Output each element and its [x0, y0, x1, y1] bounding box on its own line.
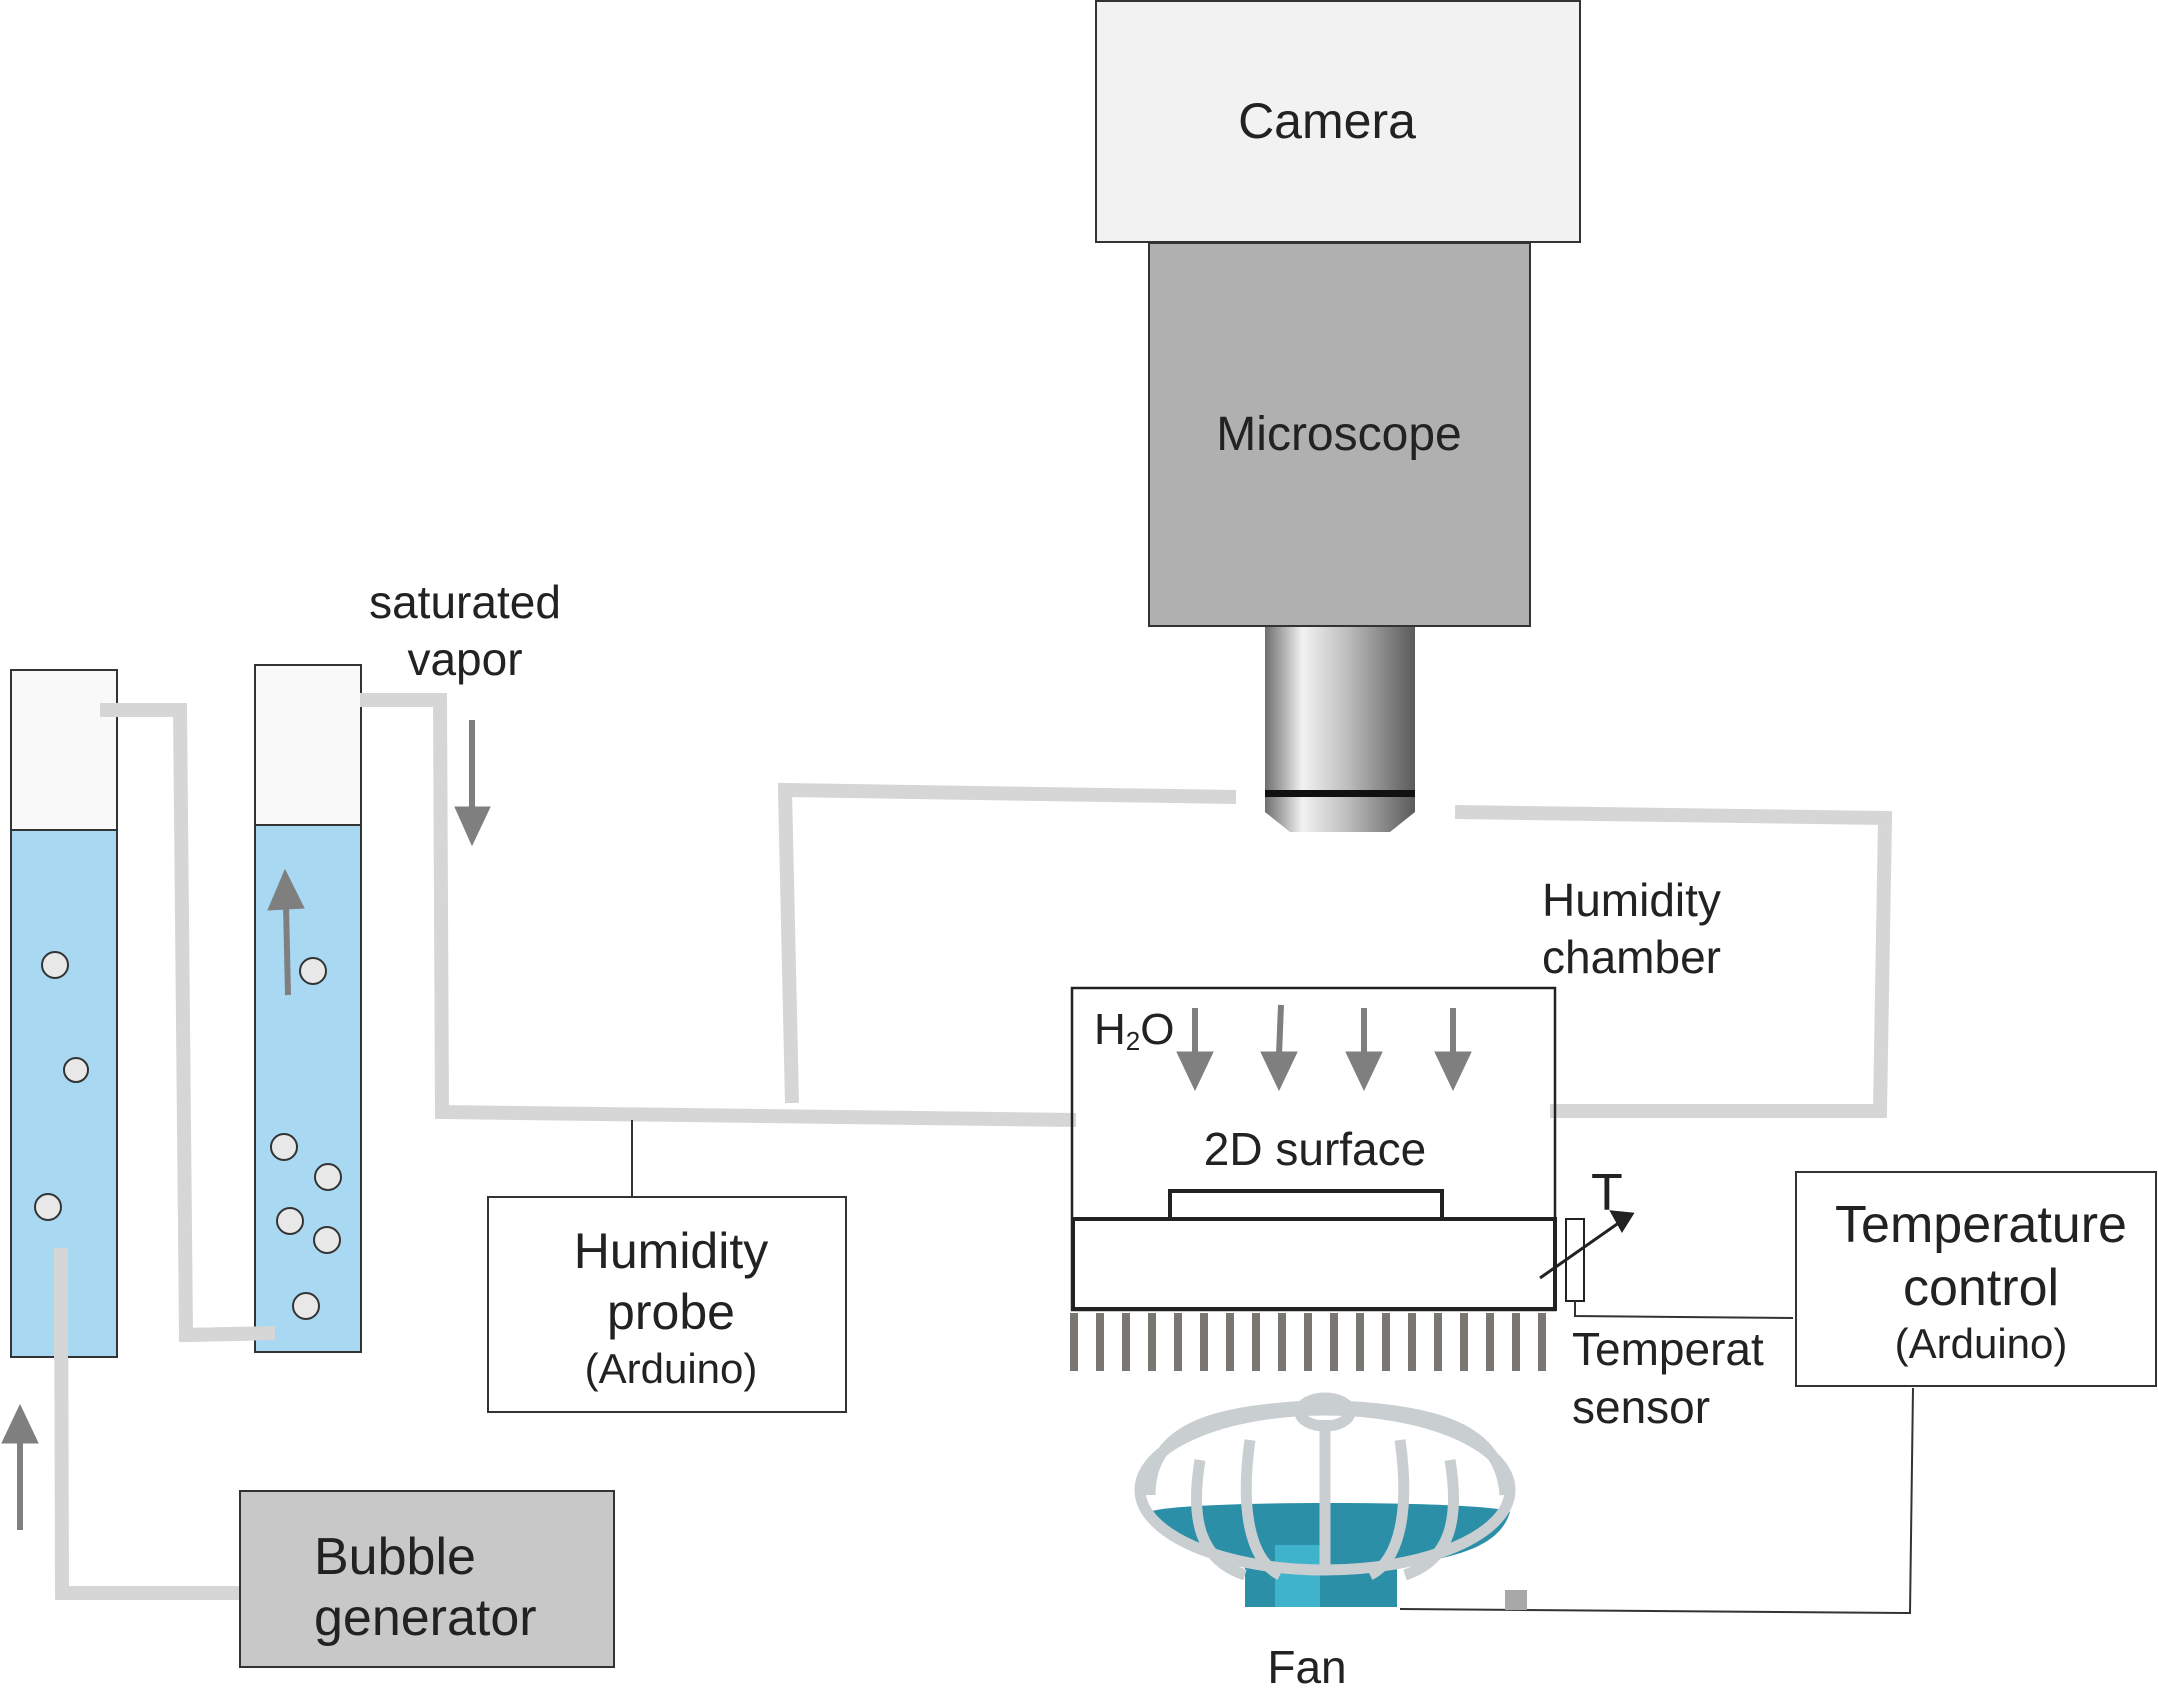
temperature-control-label-line2: control [1902, 1259, 2060, 1317]
temperature-sensor-label-line1: Temperat [1572, 1323, 1764, 1375]
camera-box [1095, 0, 1581, 243]
h2o-o: O [1140, 1005, 1175, 1054]
2d-surface-sample [1168, 1189, 1444, 1222]
fan-wire [1399, 1387, 1914, 1615]
humidity-probe-label-line2: probe [607, 1284, 735, 1340]
camera-label: Camera [1238, 93, 1416, 149]
temperature-sensor-label-line2: sensor [1572, 1381, 1711, 1433]
flow-arrows [1, 720, 1472, 1530]
thermistor-symbol [1539, 1210, 1635, 1280]
heater-plate [1071, 1217, 1557, 1311]
humidity-chamber-label-line2: chamber [1542, 931, 1721, 983]
bubble-generator-label-line2: generator [314, 1589, 537, 1647]
temperature-sensor [1565, 1218, 1585, 1302]
humidity-chamber-label-line1: Humidity [1542, 874, 1721, 926]
saturated-vapor-label-line2: vapor [407, 633, 523, 685]
microscope-body [1148, 242, 1531, 627]
t-symbol: T [1591, 1164, 1623, 1222]
humidity-probe-label-line1: Humidity [573, 1223, 769, 1279]
saturated-vapor-label-line1: saturated [369, 576, 561, 628]
bottle-2 [254, 664, 362, 1353]
humidity-probe-box [487, 1196, 847, 1413]
fan-label: Fan [1267, 1641, 1347, 1693]
temperature-control-box [1795, 1171, 2157, 1387]
objective-lens [1265, 627, 1415, 832]
bottle-1 [10, 669, 118, 1358]
heatsink-fins [1070, 1313, 1546, 1371]
temperature-control-label-line1: Temperature [1835, 1196, 2127, 1254]
bubble-generator-box [239, 1490, 615, 1668]
sensor-wire [1574, 1301, 1794, 1319]
temperature-control-label-line3: (Arduino) [1894, 1320, 2068, 1367]
h2o-subscript: 2 [1125, 1026, 1141, 1056]
2d-surface-label: 2D surface [1203, 1123, 1427, 1175]
humidity-probe-label-line3: (Arduino) [584, 1345, 758, 1392]
h2o-label: H2O [1094, 1005, 1174, 1057]
h2o-h: H [1094, 1005, 1126, 1054]
humidity-chamber-walls [777, 782, 1893, 1118]
bubble-generator-label-line1: Bubble [314, 1528, 476, 1586]
tubing [54, 693, 1077, 1600]
microscope-label: Microscope [1216, 408, 1462, 461]
tube-inlets [54, 693, 440, 1360]
fan-icon [1134, 1392, 1527, 1610]
